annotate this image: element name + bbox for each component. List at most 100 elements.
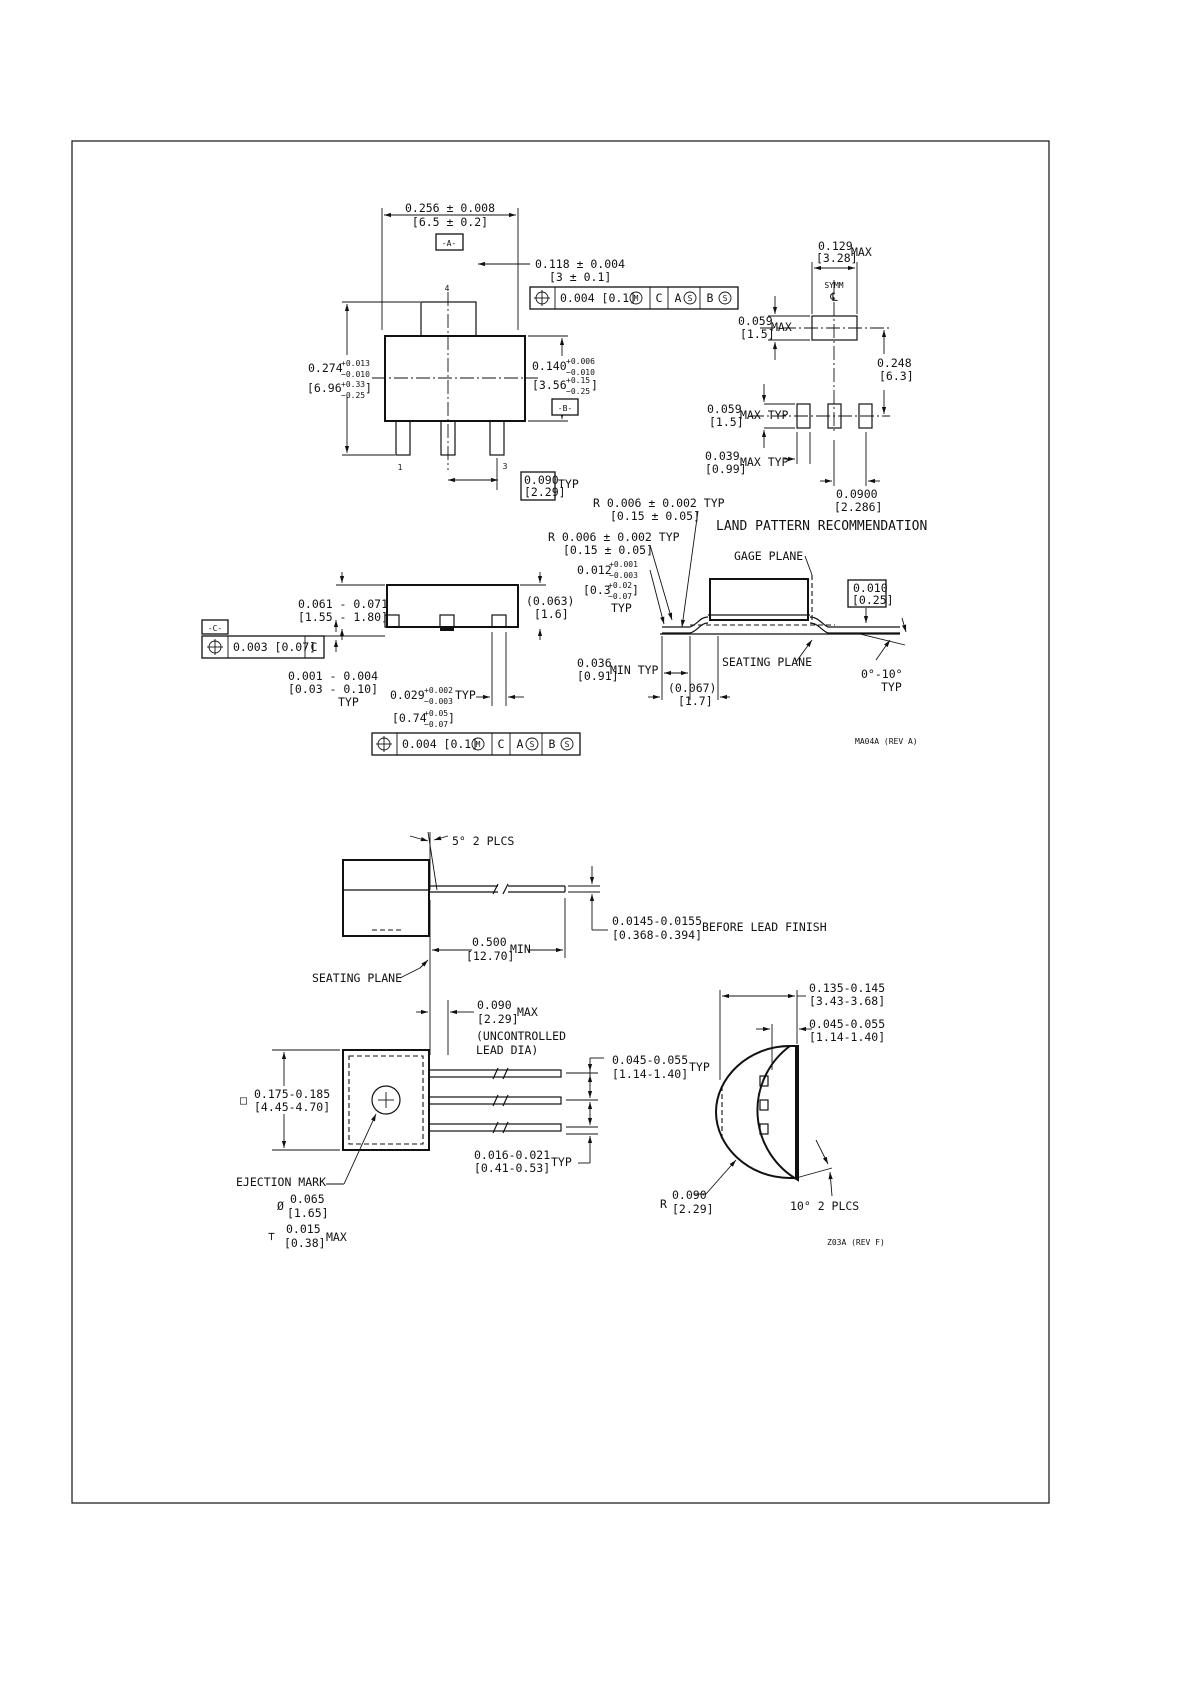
land-pad-h-suffix: MAX TYP: [740, 408, 789, 422]
to92-lead-thk-suffix: BEFORE LEAD FINISH: [702, 920, 827, 934]
fcf-bottom-b: B: [549, 737, 556, 751]
to92-unc: 0.090: [477, 998, 512, 1012]
datum-b: -B-: [558, 404, 572, 413]
dim-tab-width-mm: [3 ± 0.1]: [549, 270, 611, 284]
dim-standoff-mm: [0.03 - 0.10]: [288, 682, 378, 696]
dim-tab-width: 0.118 ± 0.004: [535, 257, 625, 271]
dim-lead-width-mm-plus: +0.05: [424, 709, 448, 718]
dim-lead-width-plus: +0.002: [424, 686, 453, 695]
to92-body-mm: [4.45-4.70]: [254, 1100, 330, 1114]
dim-side-ref: (0.063): [526, 594, 574, 608]
drawing-2-rev: Z03A (REV F): [827, 1238, 885, 1247]
detail-angle-typ: TYP: [881, 680, 902, 694]
to92-side-view: 5° 2 PLCS 0.0145-0.0155 [0.368-0.394] BE…: [312, 831, 827, 1055]
fcf-top-c: C: [656, 291, 663, 305]
to92-radius-mm: [2.29]: [672, 1202, 714, 1216]
dim-body-height-close: ]: [591, 378, 598, 392]
dim-top-height-close: ]: [365, 381, 372, 395]
dim-lead-width: 0.029: [390, 688, 425, 702]
to92-radius: 0.090: [672, 1188, 707, 1202]
to92-eject-dia: 0.065: [290, 1192, 325, 1206]
dim-top-height-plus: +0.013: [341, 359, 370, 368]
dim-side-height-mm: [1.55 - 1.80]: [298, 610, 388, 624]
to92-eject-depth-sym: ⊤: [268, 1229, 275, 1243]
to92-lead-w-mm: [0.41-0.53]: [474, 1161, 550, 1175]
datum-a: -A-: [442, 239, 456, 248]
detail-r2: R 0.006 ± 0.002 TYP: [548, 530, 680, 544]
dim-top-height-minus: −0.010: [341, 370, 370, 379]
to92-lead-pitch-mm: [1.14-1.40]: [612, 1067, 688, 1081]
fcf-bottom-s2: S: [565, 740, 570, 749]
to92-lead-pitch: 0.045-0.055: [612, 1053, 688, 1067]
fcf-bottom-a: A: [517, 737, 524, 751]
dim-top-height-mm: [6.96: [307, 381, 342, 395]
fcf-top-a: A: [675, 291, 682, 305]
land-tab-h-max: MAX: [771, 320, 792, 334]
dim-lead-width-minus: −0.003: [424, 697, 453, 706]
detail-gage-dim: 0.010: [853, 581, 888, 595]
pin-1-label: 1: [398, 463, 403, 472]
dim-side-height: 0.061 - 0.071: [298, 597, 388, 611]
land-tab-h-mm: [1.5]: [740, 327, 775, 341]
to92-outline-w-mm: [3.43-3.68]: [809, 994, 885, 1008]
datum-c: -C-: [208, 624, 222, 633]
drawing-to92: 5° 2 PLCS 0.0145-0.0155 [0.368-0.394] BE…: [236, 831, 885, 1250]
pin-4-label: 4: [445, 284, 450, 293]
detail-r2-mm: [0.15 ± 0.05]: [563, 543, 653, 557]
dim-side-ref-mm: [1.6]: [534, 607, 569, 621]
top-view: 4 1 3 0.256 ± 0.008 [6.5 ± 0.2] -A- 0.11…: [305, 201, 739, 501]
detail-thk-minus: −0.003: [609, 571, 638, 580]
fcf-bottom: 0.004 [0.1] M C A S B S: [371, 732, 581, 756]
dim-body-height-minus: −0.010: [566, 368, 595, 377]
to92-end-view: 0.135-0.145 [3.43-3.68] 0.045-0.055 [1.1…: [660, 981, 885, 1216]
dim-pitch: 0.090: [524, 473, 559, 487]
to92-leads: [428, 1067, 562, 1134]
to92-unc-note1: (UNCONTROLLED: [476, 1029, 566, 1043]
to92-lead-thk-mm: [0.368-0.394]: [612, 928, 702, 942]
detail-gage-dim-mm: [0.25]: [852, 593, 894, 607]
dim-lead-width-mm-minus: −0.07: [424, 720, 448, 729]
land-width-mm: [3.28]: [816, 251, 858, 265]
detail-thk-typ: TYP: [611, 601, 632, 615]
to92-flat-mm: [1.14-1.40]: [809, 1030, 885, 1044]
detail-ref-mm: [1.7]: [678, 694, 713, 708]
fcf-bottom-m: M: [476, 740, 481, 749]
to92-lead-len-mm: [12.70]: [466, 949, 514, 963]
land-pad-w: 0.039: [705, 449, 740, 463]
fcf-c-tolerance: 0.003 [0.07]: [233, 640, 316, 654]
dim-lead-width-mm: [0.74: [392, 711, 427, 725]
to92-angle2: 10° 2 PLCS: [790, 1199, 859, 1213]
land-pad-h: 0.059: [707, 402, 742, 416]
land-cl: ℄: [829, 290, 838, 304]
page-frame: [71, 140, 1050, 1504]
fcf-bottom-tolerance: 0.004 [0.1]: [402, 737, 478, 751]
fcf-bottom-c: C: [498, 737, 505, 751]
to92-lead-len-min: MIN: [510, 942, 531, 956]
dim-body-height-mm-minus: −0.25: [566, 387, 590, 396]
land-title: LAND PATTERN RECOMMENDATION: [716, 519, 927, 534]
detail-thk: 0.012: [577, 563, 612, 577]
land-pitch: 0.0900: [836, 487, 878, 501]
land-symm: SYMM: [824, 281, 843, 290]
land-pad-w-suffix: MAX TYP: [740, 455, 789, 469]
land-width: 0.129: [818, 239, 853, 253]
land-pitch-mm: [2.286]: [834, 500, 882, 514]
to92-seating: SEATING PLANE: [312, 971, 402, 985]
land-span: 0.248: [877, 356, 912, 370]
to92-body: 0.175-0.185: [254, 1087, 330, 1101]
fcf-top-b: B: [707, 291, 714, 305]
side-view: 0.061 - 0.071 [1.55 - 1.80] (0.063) [1.6…: [201, 572, 581, 756]
fcf-top-tolerance: 0.004 [0.1]: [560, 291, 636, 305]
to92-flat: 0.045-0.055: [809, 1017, 885, 1031]
detail-ref: (0.067): [668, 681, 716, 695]
fcf-bottom-s1: S: [530, 740, 535, 749]
dim-pitch-typ: TYP: [558, 477, 579, 491]
drawing-1-rev: MA04A (REV A): [855, 737, 918, 746]
dim-body-height: 0.140: [532, 359, 567, 373]
to92-unc-max: MAX: [517, 1005, 538, 1019]
to92-eject-depth: 0.015: [286, 1222, 321, 1236]
to92-radius-sym: R: [660, 1197, 667, 1211]
land-pad-w-mm: [0.99]: [705, 462, 747, 476]
to92-bottom-view: 0.090 [2.29] MAX (UNCONTROLLED LEAD DIA)…: [236, 998, 710, 1250]
